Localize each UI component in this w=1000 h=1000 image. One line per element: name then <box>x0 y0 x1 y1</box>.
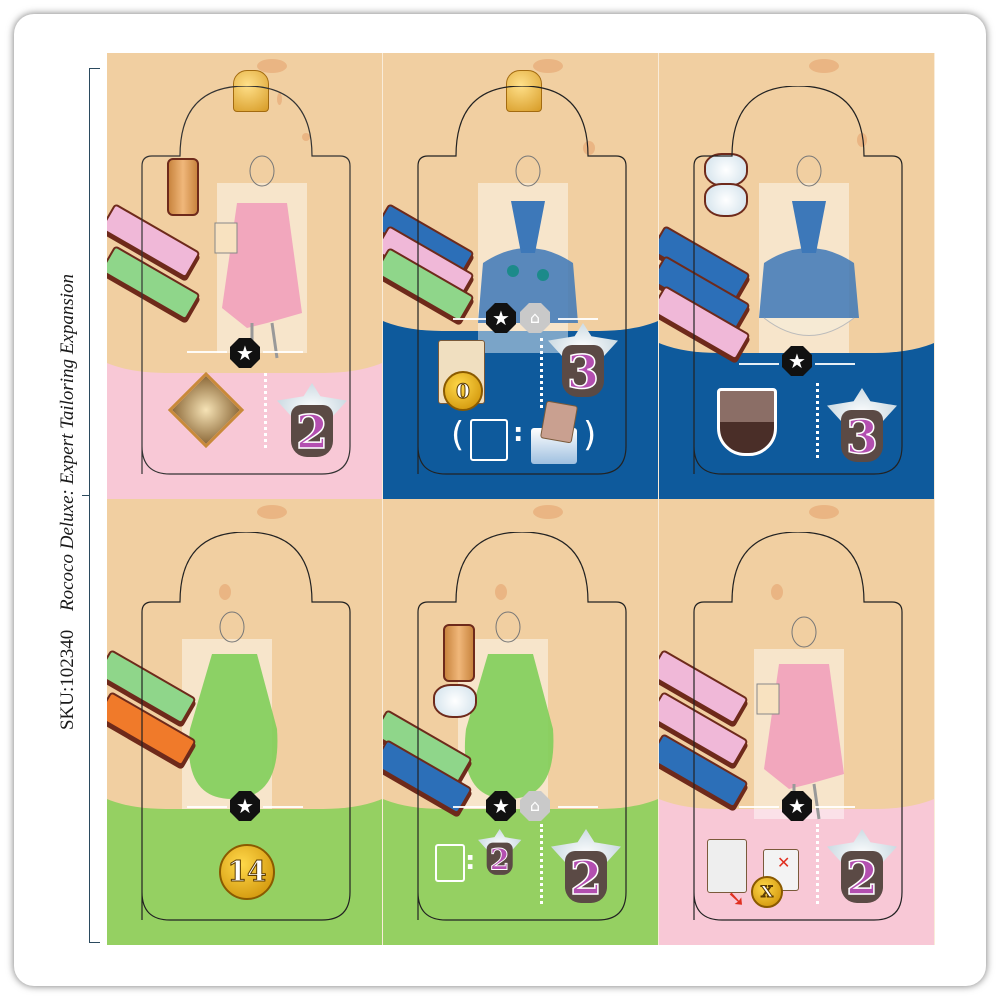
pink-band <box>107 313 382 499</box>
victory-points: 2 <box>551 829 621 909</box>
garland-icon <box>470 419 508 461</box>
product-title: Rococo Deluxe: Expert Tailoring Expansio… <box>57 273 78 611</box>
lace-icon <box>704 153 748 187</box>
bracket-tick <box>82 495 90 496</box>
garment-card-5[interactable]: ★ ⌂ : 2 2 <box>383 499 659 945</box>
victory-points: 3 <box>548 323 618 403</box>
theatre-badge: ⌂ <box>520 791 550 821</box>
lace-icon <box>433 684 477 718</box>
card-grid: ★ 2 ★ ⌂ 0 <box>107 53 935 945</box>
card-frame <box>417 86 627 475</box>
victory-points: 3 <box>827 388 897 468</box>
card-frame <box>693 532 903 921</box>
coin-value: 0 <box>443 371 483 411</box>
star-badge: ★ <box>230 791 260 821</box>
blue-band <box>383 271 658 499</box>
ratio-colon: : <box>465 846 476 876</box>
material-tile-icon <box>539 400 579 444</box>
blue-gown-sketch <box>759 155 859 336</box>
card-frame <box>693 86 903 475</box>
green-gown-sketch <box>188 611 278 799</box>
material-shield-icon <box>717 388 777 456</box>
thread-spool-icon <box>443 624 475 682</box>
paren-open: ( <box>451 415 465 455</box>
pink-coat-sketch <box>756 616 844 820</box>
card-frame <box>417 532 627 921</box>
sku-label: SKU:102340 <box>57 629 78 731</box>
green-band <box>383 749 658 945</box>
coin-value: 14 <box>219 844 275 900</box>
thimble-icon <box>506 70 542 112</box>
victory-points: 2 <box>827 829 897 909</box>
star-badge: ★ <box>782 791 812 821</box>
garland-icon <box>435 844 465 882</box>
garment-card-icon <box>707 839 747 893</box>
garment-card-6[interactable]: ★ ➘ ✕ X 2 <box>659 499 935 945</box>
sheet-label: SKU:102340 Rococo Deluxe: Expert Tailori… <box>57 274 79 730</box>
bracket-line <box>89 68 100 943</box>
lace-icon <box>704 183 748 217</box>
ratio-colon: : <box>513 418 524 448</box>
star-badge: ★ <box>486 303 516 333</box>
thread-spool-icon <box>167 158 199 216</box>
discard-arrow-icon: ➘ <box>727 887 746 912</box>
garment-card-2[interactable]: ★ ⌂ 0 3 ( : ) <box>383 53 659 499</box>
paren-close: ) <box>583 415 597 455</box>
star-badge: ★ <box>782 346 812 376</box>
thimble-icon <box>233 70 269 112</box>
victory-points: 2 <box>277 383 347 463</box>
green-gown-sketch <box>464 611 554 799</box>
garment-card-3[interactable]: ★ 3 <box>659 53 935 499</box>
theatre-badge: ⌂ <box>520 303 550 333</box>
star-badge: ★ <box>230 338 260 368</box>
coin-value: X <box>751 876 783 908</box>
card-frame <box>141 86 351 475</box>
star-badge: ★ <box>486 791 516 821</box>
card-frame <box>141 532 351 921</box>
cross-icon: ✕ <box>777 853 791 872</box>
small-victory-points: 2 <box>478 829 522 879</box>
garment-card-4[interactable]: ★ 14 <box>107 499 383 945</box>
garment-card-1[interactable]: ★ 2 <box>107 53 383 499</box>
